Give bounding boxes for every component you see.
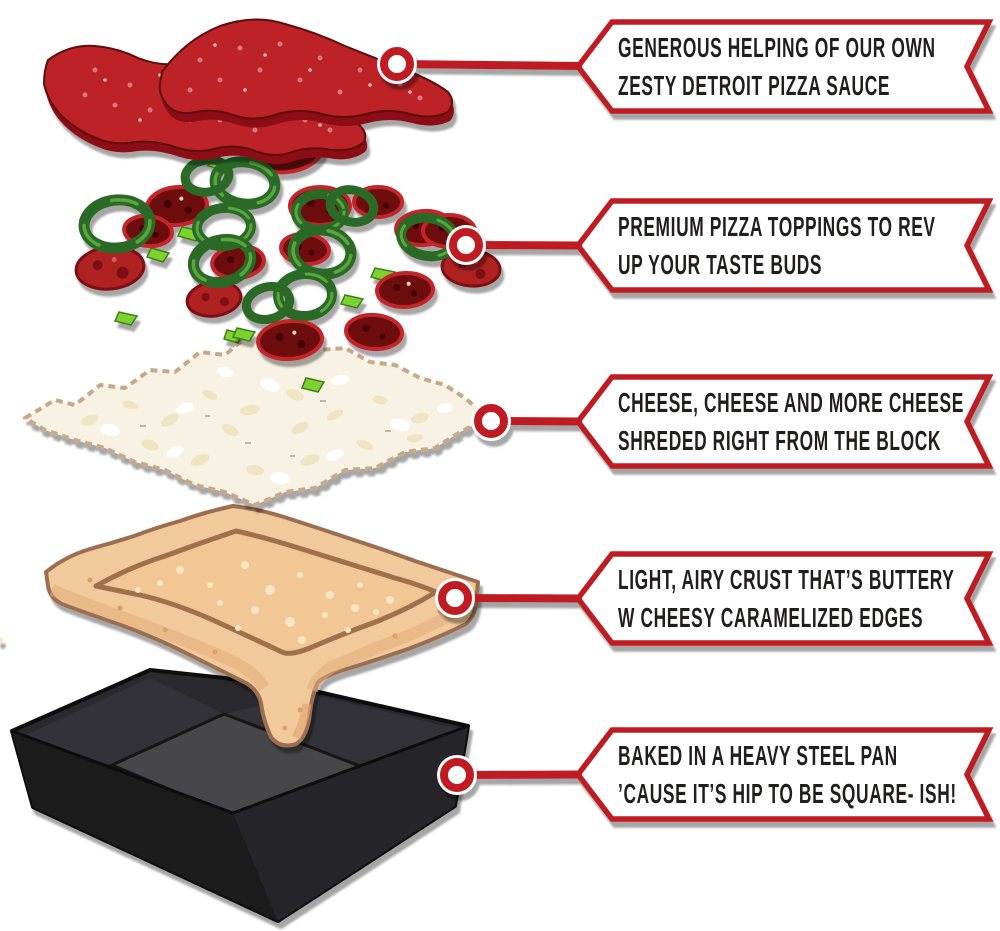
callout-marker-cheese — [471, 401, 511, 441]
callout-line: SHREDED RIGHT FROM THE BLOCK — [618, 424, 942, 456]
callouts — [377, 19, 994, 822]
callout-marker-sauce — [377, 44, 417, 84]
callout-sauce — [377, 19, 994, 114]
pizza-crust-layer — [0, 504, 480, 748]
callout-line: GENEROUS HELPING OF OUR OWN — [618, 31, 936, 63]
callout-marker-toppings — [446, 225, 486, 265]
callout-line: BAKED IN A HEAVY STEEL PAN — [618, 739, 898, 771]
callout-toppings — [446, 198, 994, 293]
callout-line: ’CAUSE IT’S HIP TO BE SQUARE- ISH! — [618, 777, 957, 809]
callout-pan — [437, 727, 994, 822]
callout-marker-crust — [435, 578, 475, 618]
callout-label-sauce: GENEROUS HELPING OF OUR OWN ZESTY DETROI… — [618, 22, 936, 111]
steel-pan-layer — [10, 668, 470, 923]
callout-label-crust: LIGHT, AIRY CRUST THAT’S BUTTERY W CHEES… — [618, 554, 955, 643]
callout-line: W CHEESY CARAMELIZED EDGES — [618, 601, 924, 633]
callout-line: PREMIUM PIZZA TOPPINGS TO REV — [618, 210, 936, 242]
callout-line: UP YOUR TASTE BUDS — [618, 248, 823, 280]
shredded-cheese-layer — [23, 329, 490, 507]
callout-line: ZESTY DETROIT PIZZA SAUCE — [618, 69, 891, 101]
callout-crust — [435, 551, 994, 646]
callout-line: LIGHT, AIRY CRUST THAT’S BUTTERY — [618, 563, 955, 595]
callout-label-toppings: PREMIUM PIZZA TOPPINGS TO REV UP YOUR TA… — [618, 201, 936, 290]
callout-marker-pan — [437, 755, 477, 795]
callout-line: CHEESE, CHEESE AND MORE CHEESE — [618, 386, 964, 418]
pizza-sauce-layer — [42, 18, 454, 164]
callout-label-cheese: CHEESE, CHEESE AND MORE CHEESE SHREDED R… — [618, 377, 964, 466]
callout-label-pan: BAKED IN A HEAVY STEEL PAN ’CAUSE IT’S H… — [618, 730, 957, 819]
callout-cheese — [471, 374, 994, 469]
